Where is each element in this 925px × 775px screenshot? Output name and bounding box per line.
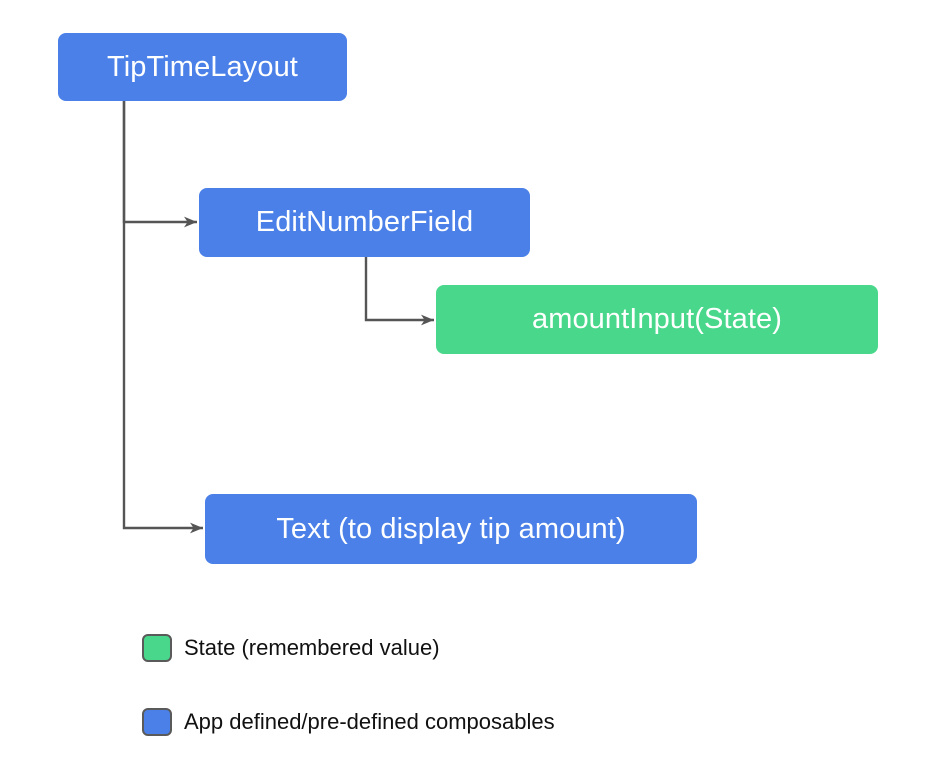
node-tiptimelayout-label: TipTimeLayout [107, 50, 298, 83]
legend-item-composables: App defined/pre-defined composables [142, 707, 555, 737]
legend-label-composables: App defined/pre-defined composables [184, 709, 555, 734]
edge-tiptimelayout-editnumberfield [122, 101, 197, 228]
node-amountinput-label: amountInput(State) [531, 303, 783, 335]
node-editnumberfield-label: EditNumberField [255, 206, 474, 238]
edge-editnumberfield-amountinput [364, 257, 434, 326]
node-text-label: Text (to display tip amount) [276, 512, 626, 545]
legend-label-state: State (remembered value) [184, 635, 440, 660]
legend-item-state: State (remembered value) [142, 633, 440, 663]
edge-tiptimelayout-text [122, 101, 203, 534]
legend-swatch-composables-icon [142, 708, 172, 736]
node-editnumberfield[interactable]: EditNumberField [199, 188, 530, 257]
legend-swatch-state-icon [142, 634, 172, 662]
node-tiptimelayout[interactable]: TipTimeLayout [58, 33, 347, 101]
node-amountinput-state[interactable]: amountInput(State) [436, 285, 878, 354]
node-text-tip-amount[interactable]: Text (to display tip amount) [205, 494, 697, 564]
